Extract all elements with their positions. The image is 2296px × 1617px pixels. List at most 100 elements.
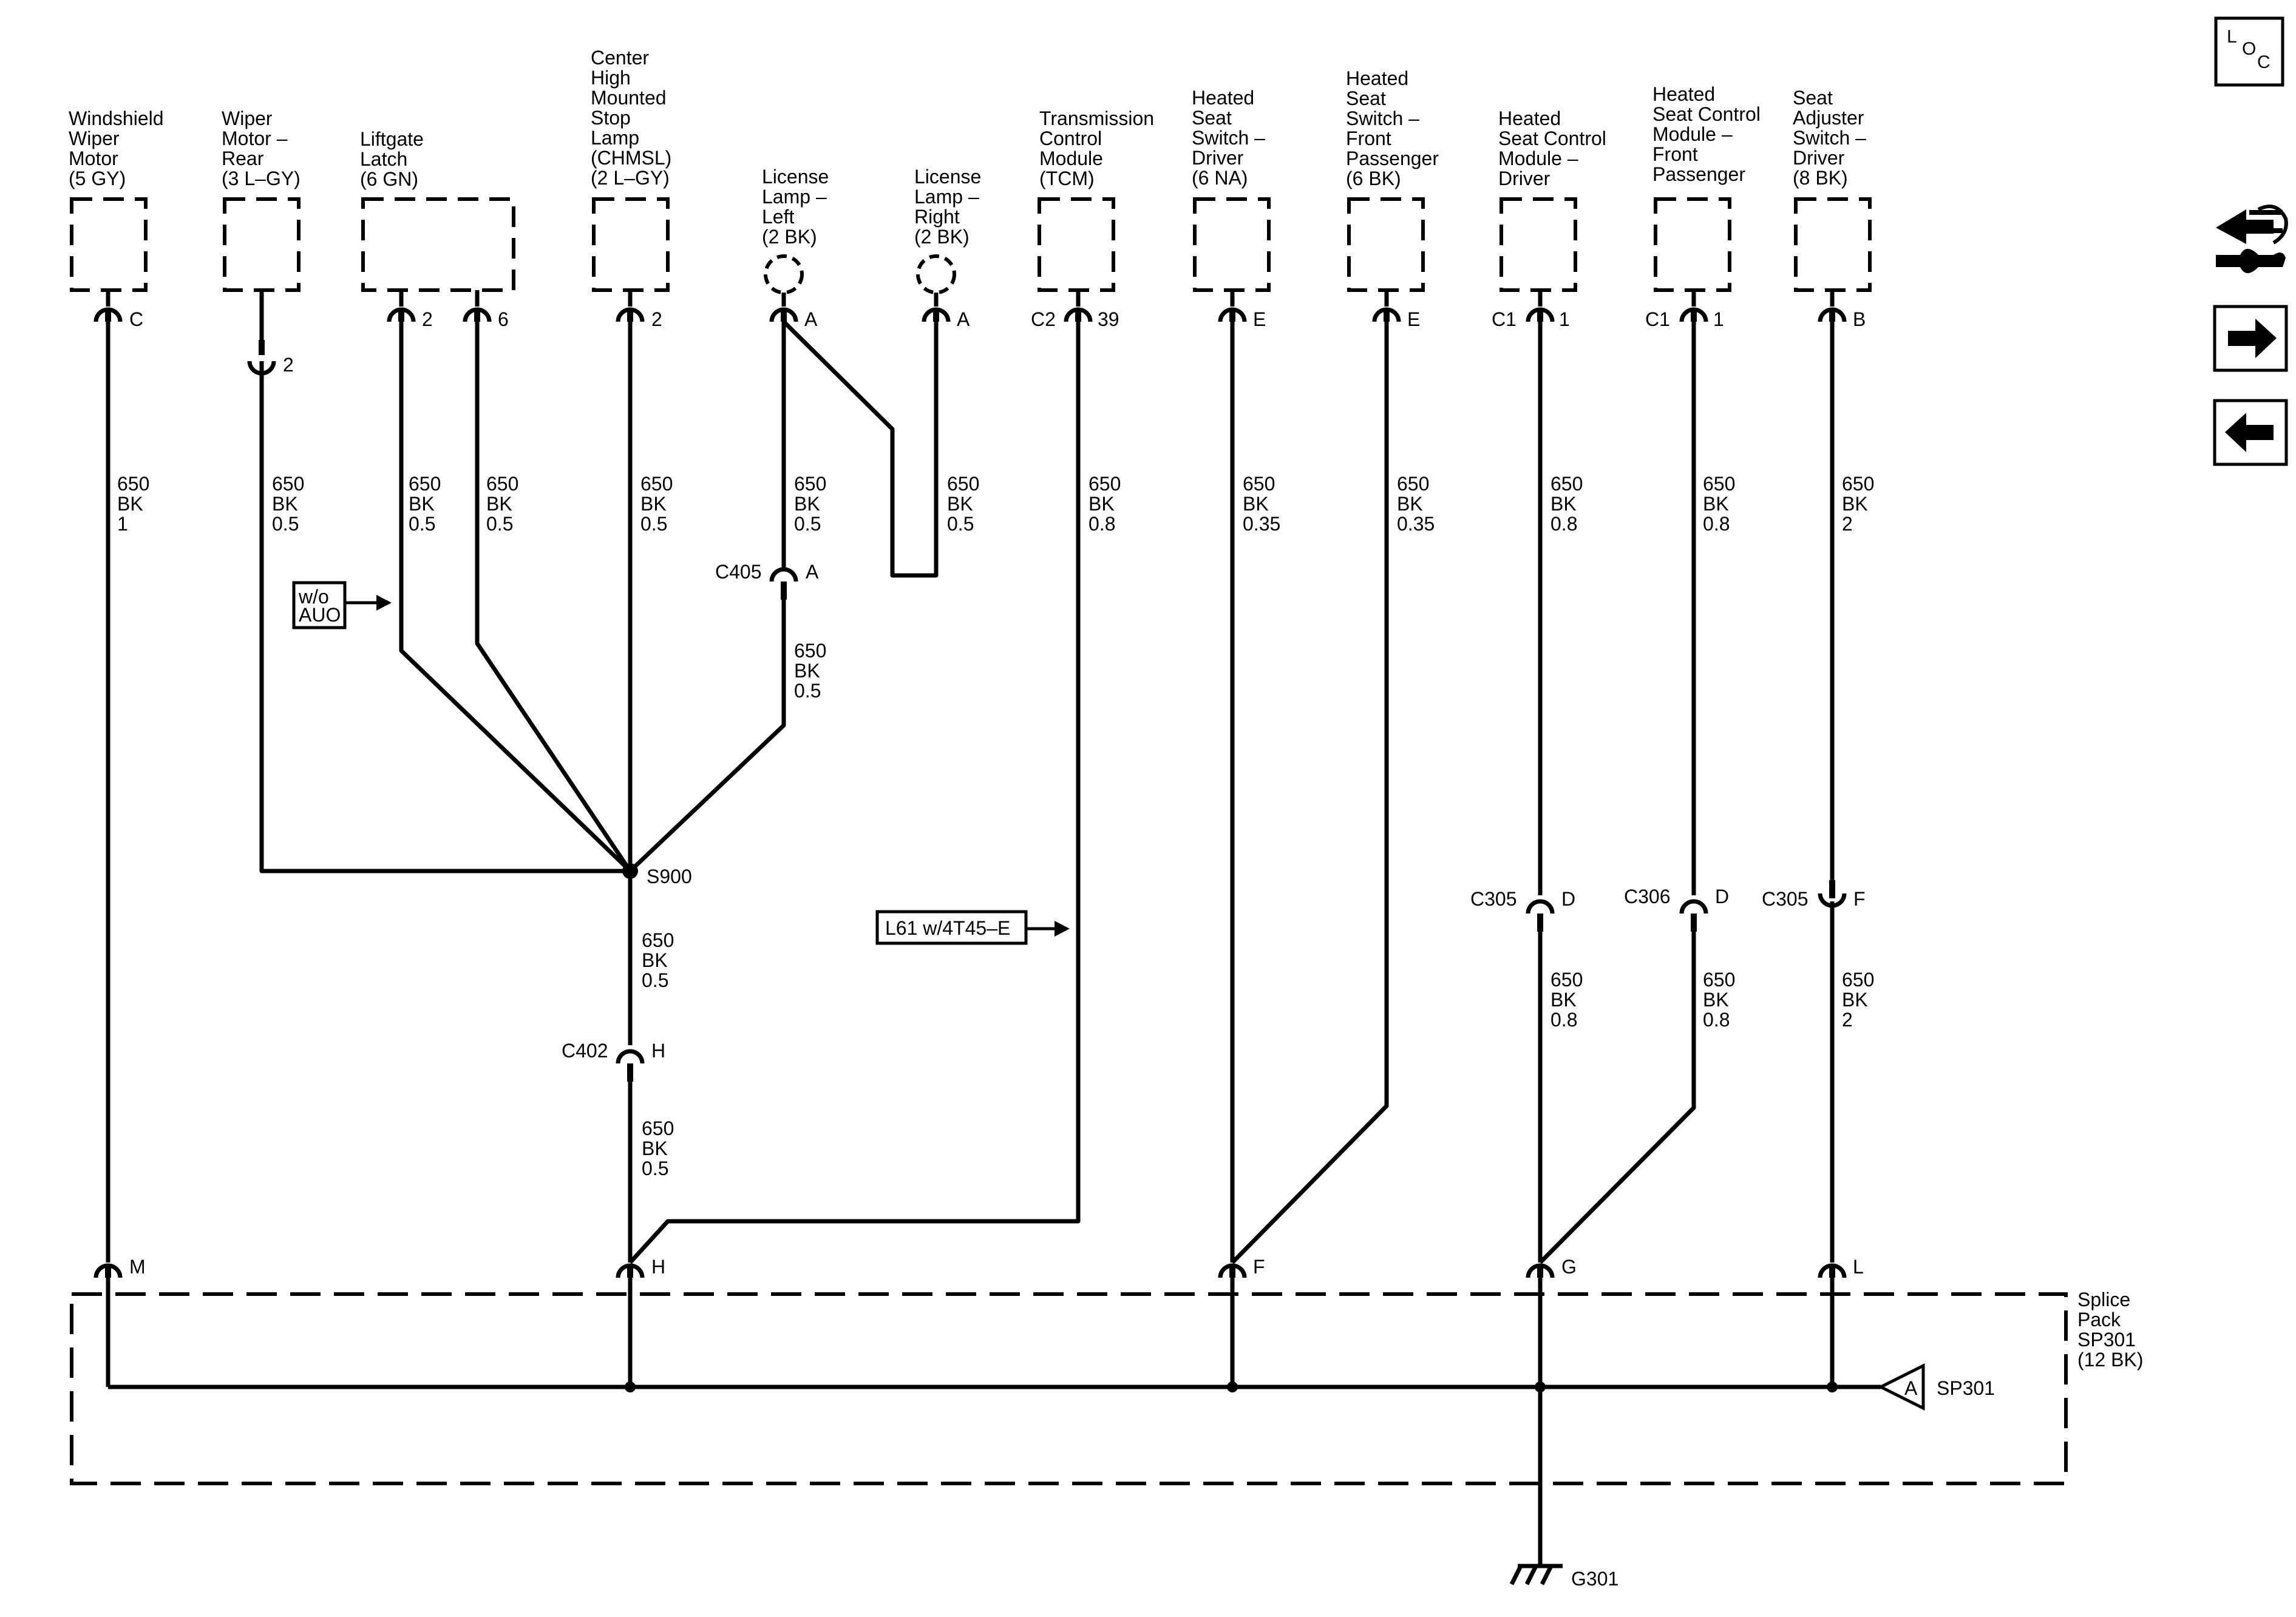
tools-icon[interactable]	[2216, 205, 2288, 273]
prev-arrow-button[interactable]	[2213, 399, 2288, 466]
text-line: Pack	[2077, 1309, 2121, 1331]
text-line: BK	[794, 660, 820, 682]
text-line: BK	[272, 493, 298, 515]
text-line: 650	[1550, 969, 1583, 991]
text-line: Passenger	[1346, 147, 1439, 169]
loc-letter-c: C	[2257, 52, 2271, 72]
text-line: Control	[1039, 127, 1102, 149]
connector-pin-letter: A	[806, 561, 819, 583]
text-line: SP301	[2077, 1329, 2136, 1351]
pin-label: 1	[1713, 308, 1724, 330]
text-line: BK	[642, 1137, 668, 1159]
pin-label: E	[1407, 308, 1420, 330]
text-line: 2	[1842, 1009, 1853, 1031]
text-line: 0.5	[409, 513, 435, 535]
wire-c405-s900	[628, 581, 786, 873]
text-line: 650	[640, 473, 673, 495]
text-line: (2 BK)	[914, 226, 970, 248]
pin-label: 2	[422, 308, 433, 330]
next-arrow-button[interactable]	[2213, 305, 2288, 372]
connector-pin	[1829, 310, 1835, 322]
box-leads	[106, 290, 1835, 340]
splice-pack-pin: H	[651, 1256, 665, 1278]
text-line: Lamp –	[762, 186, 827, 208]
text-line: w/o	[298, 586, 329, 608]
text-line: Driver	[1498, 168, 1550, 189]
left-arrow-icon	[2225, 413, 2274, 452]
text-line: Switch –	[1346, 107, 1419, 129]
wire-wiper-rear	[259, 361, 630, 873]
text-line: BK	[117, 493, 143, 515]
text-line: License	[914, 166, 981, 188]
text-line: 0.35	[1397, 513, 1435, 535]
text-line: (6 NA)	[1192, 167, 1248, 189]
text-line: BK	[947, 493, 973, 515]
text-line: 650	[642, 1117, 674, 1139]
connector-pin-letter: D	[1561, 888, 1575, 910]
liftgate-latch-box	[361, 197, 515, 292]
text-line: Seat	[1793, 87, 1833, 109]
text-line: Module	[1039, 147, 1103, 169]
text-line: 650	[272, 473, 304, 495]
text-line: Lamp –	[914, 186, 979, 208]
splice-pack-pin: G	[1561, 1256, 1577, 1278]
nav-icons[interactable]: L O C	[2213, 16, 2288, 466]
connector-pin	[933, 310, 939, 322]
inline-connector-labels: C405 A C402 H C305 D C306 D C305 F	[562, 561, 1866, 1062]
text-line: Right	[914, 206, 960, 228]
text-line: 650	[117, 473, 149, 495]
windshield-wiper-motor-box	[70, 197, 148, 292]
text-line: (5 GY)	[69, 168, 126, 189]
text-line: 0.5	[640, 513, 667, 535]
text-line: Liftgate	[360, 128, 424, 150]
text-line: 0.8	[1703, 1009, 1730, 1031]
splice-pack-pin: M	[129, 1256, 146, 1278]
text-line: 0.5	[794, 513, 821, 535]
connector-pin-letter: D	[1715, 886, 1729, 907]
sp301-tag-label: SP301	[1937, 1377, 1995, 1399]
connector-name: C402	[562, 1040, 608, 1062]
option-box-l61	[875, 910, 1028, 945]
text-line: Heated	[1498, 107, 1561, 129]
text-line: 0.5	[642, 1158, 668, 1179]
loc-button[interactable]: L O C	[2214, 16, 2284, 87]
text-line: BK	[1243, 493, 1269, 515]
text-line: BK	[1703, 989, 1729, 1011]
text-line: License	[762, 166, 829, 188]
text-line: (12 BK)	[2077, 1349, 2143, 1371]
connector-pin	[781, 310, 787, 322]
text-line: 650	[1703, 473, 1735, 495]
text-line: 650	[1243, 473, 1275, 495]
pin-label: E	[1253, 308, 1266, 330]
text-line: (6 BK)	[1346, 168, 1401, 189]
right-arrow-icon	[2228, 319, 2277, 358]
option-markers	[292, 581, 1070, 945]
pin-label: 6	[498, 308, 509, 330]
connector-pin	[1537, 310, 1543, 322]
text-line: 650	[1703, 969, 1735, 991]
connector-pin	[1384, 310, 1390, 322]
connector-pin	[398, 310, 404, 322]
pin-label: A	[957, 308, 970, 330]
text-line: (6 GN)	[360, 168, 418, 190]
connector-name: C306	[1624, 886, 1671, 907]
text-line: Splice	[2077, 1289, 2130, 1310]
text-line: Wiper	[222, 107, 273, 129]
connector-pin	[474, 310, 480, 322]
text-line: 0.8	[1703, 513, 1730, 535]
text-line: Motor –	[222, 127, 288, 149]
text-line: BK	[409, 493, 435, 515]
component-boxes	[70, 197, 1872, 294]
inline-connectors	[616, 567, 1847, 1082]
top-connector-cups	[93, 307, 1847, 376]
